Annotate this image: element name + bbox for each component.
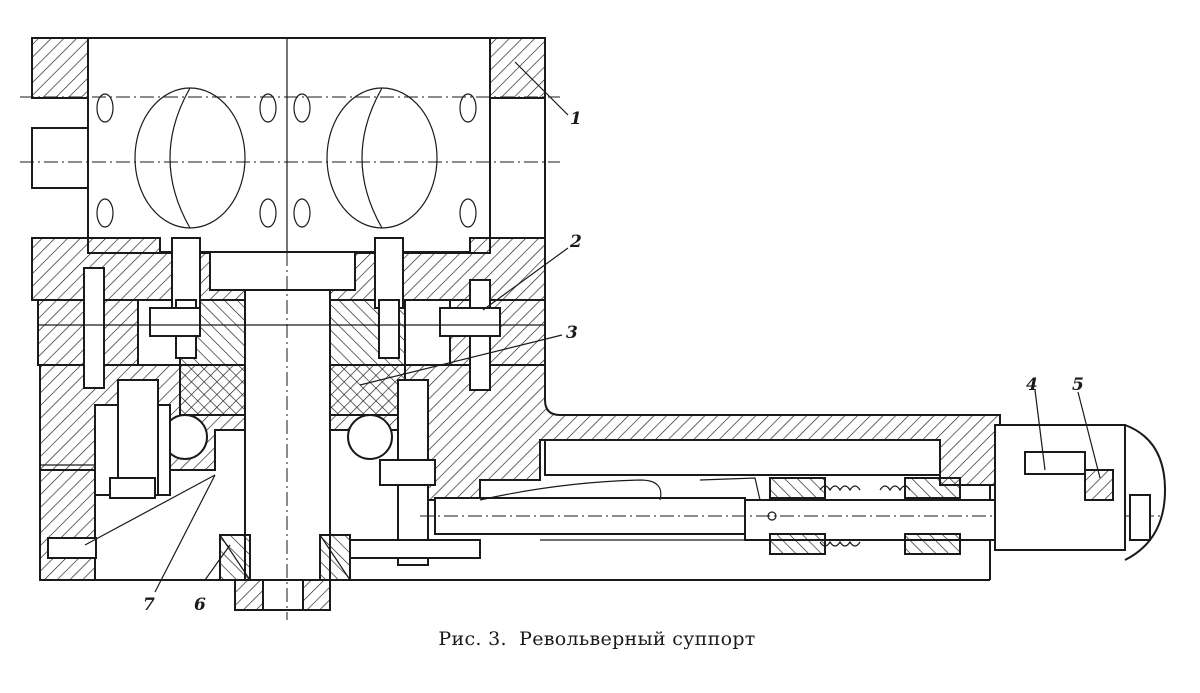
callout-3: 3 bbox=[566, 323, 578, 343]
end-housing bbox=[994, 424, 1167, 561]
figure-caption: Рис. 3. Револьверный суппорт bbox=[0, 628, 1200, 650]
figure-number: Рис. 3. bbox=[438, 628, 507, 650]
callout-6: 6 bbox=[194, 595, 206, 615]
callout-4: 4 bbox=[1026, 375, 1038, 395]
callout-7: 7 bbox=[143, 595, 155, 615]
turret-head bbox=[20, 37, 560, 254]
callout-5: 5 bbox=[1072, 375, 1084, 395]
callout-1: 1 bbox=[570, 109, 582, 129]
bolts bbox=[38, 237, 545, 391]
right-bearing bbox=[347, 379, 481, 566]
figure-title: Револьверный суппорт bbox=[519, 628, 756, 650]
leader-lines bbox=[84, 61, 1101, 593]
left-bearing bbox=[40, 379, 208, 559]
callout-2: 2 bbox=[569, 232, 582, 252]
central-spindle bbox=[179, 251, 406, 620]
